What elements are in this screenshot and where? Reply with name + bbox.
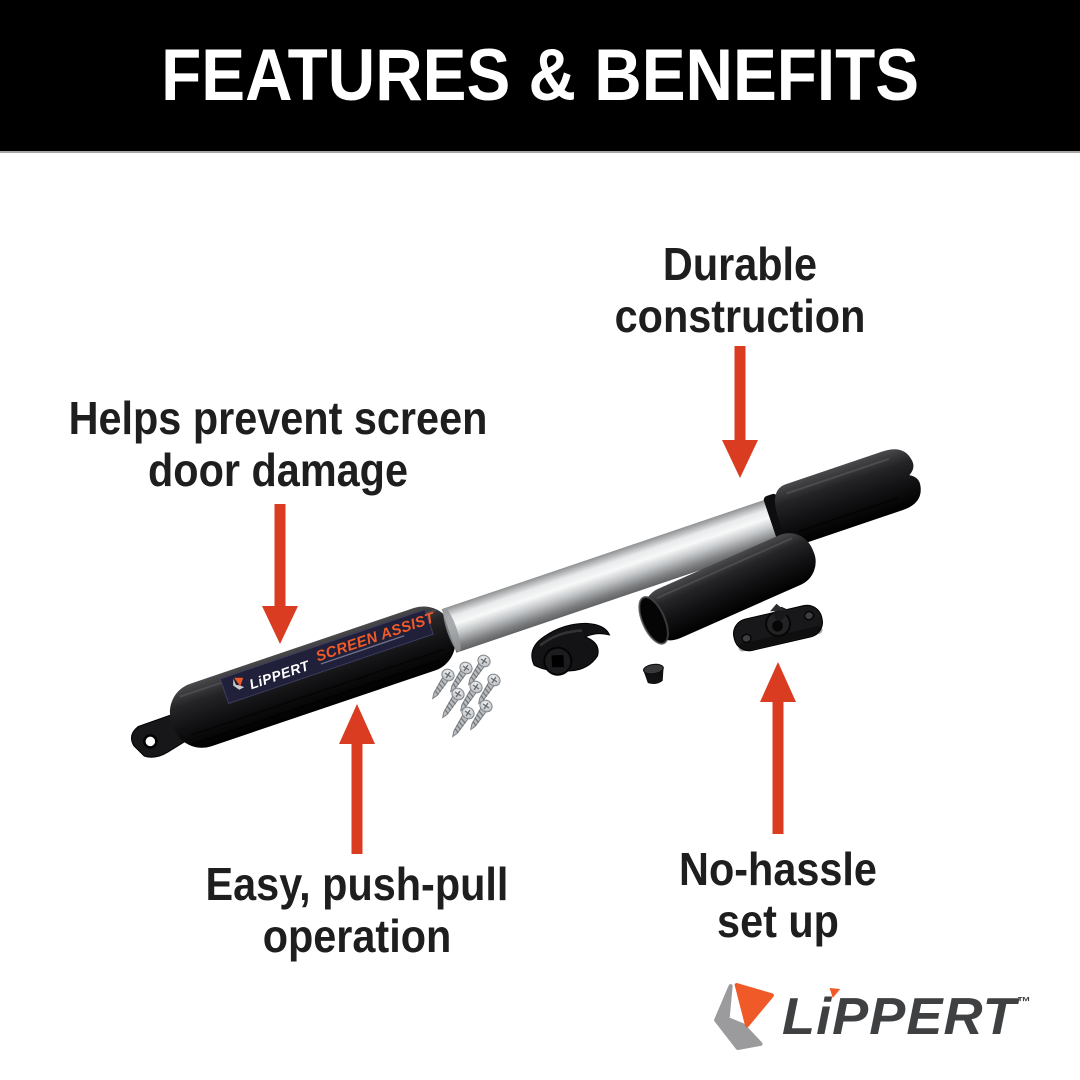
- screw-icon: [450, 661, 473, 693]
- callout-prevent-screen-damage: Helps prevent screen door damage: [44, 392, 512, 496]
- arrow-up-icon: [760, 662, 796, 834]
- hook-clamp: [531, 622, 611, 676]
- callout-line: Durable: [662, 238, 818, 290]
- tab-hole: [143, 734, 158, 749]
- aluminum-tube: [441, 498, 783, 653]
- arrow-up-icon: [339, 704, 375, 854]
- header-banner: FEATURES & BENEFITS: [0, 0, 1080, 153]
- i-dot-accent: [829, 988, 841, 998]
- screw-icon: [442, 687, 465, 719]
- brand-name: LiPPERT: [782, 988, 1017, 1046]
- callout-line: Helps prevent screen: [68, 392, 488, 444]
- bracket-hole: [741, 633, 752, 644]
- screw-icon: [460, 680, 483, 712]
- arrow-down-icon: [722, 346, 758, 478]
- screw-set: [432, 654, 501, 738]
- mounting-bracket: [733, 603, 823, 652]
- screw-icon: [432, 668, 455, 700]
- callout-line: construction: [614, 290, 866, 342]
- page-title: FEATURES & BENEFITS: [160, 35, 920, 116]
- end-cap-plug: [643, 663, 664, 685]
- spare-tube: [638, 533, 816, 645]
- screen-assist-bar: LiPPERT SCREEN ASSIST: [130, 449, 921, 758]
- callout-push-pull-operation: Easy, push-pull operation: [141, 858, 573, 962]
- lippert-logo-mark-icon: [714, 983, 774, 1050]
- callout-line: set up: [717, 895, 839, 947]
- arrow-down-icon: [262, 504, 298, 644]
- callout-durable-construction: Durable construction: [560, 238, 920, 342]
- lippert-wordmark: LiPPERT™: [782, 987, 1052, 1046]
- callout-line: No-hassle: [679, 843, 877, 895]
- callout-no-hassle-setup: No-hassle set up: [598, 843, 958, 947]
- trademark-symbol: ™: [1016, 994, 1031, 1009]
- end-grip: [774, 449, 921, 544]
- screw-icon: [468, 654, 491, 686]
- callout-line: Easy, push-pull: [205, 858, 509, 910]
- bracket-hole: [803, 610, 815, 621]
- callout-line: operation: [262, 910, 452, 962]
- lippert-logo-mark-icon: [233, 677, 245, 690]
- callout-line: door damage: [148, 444, 408, 496]
- screw-icon: [470, 699, 493, 731]
- screw-icon: [452, 706, 475, 738]
- screw-icon: [478, 673, 501, 705]
